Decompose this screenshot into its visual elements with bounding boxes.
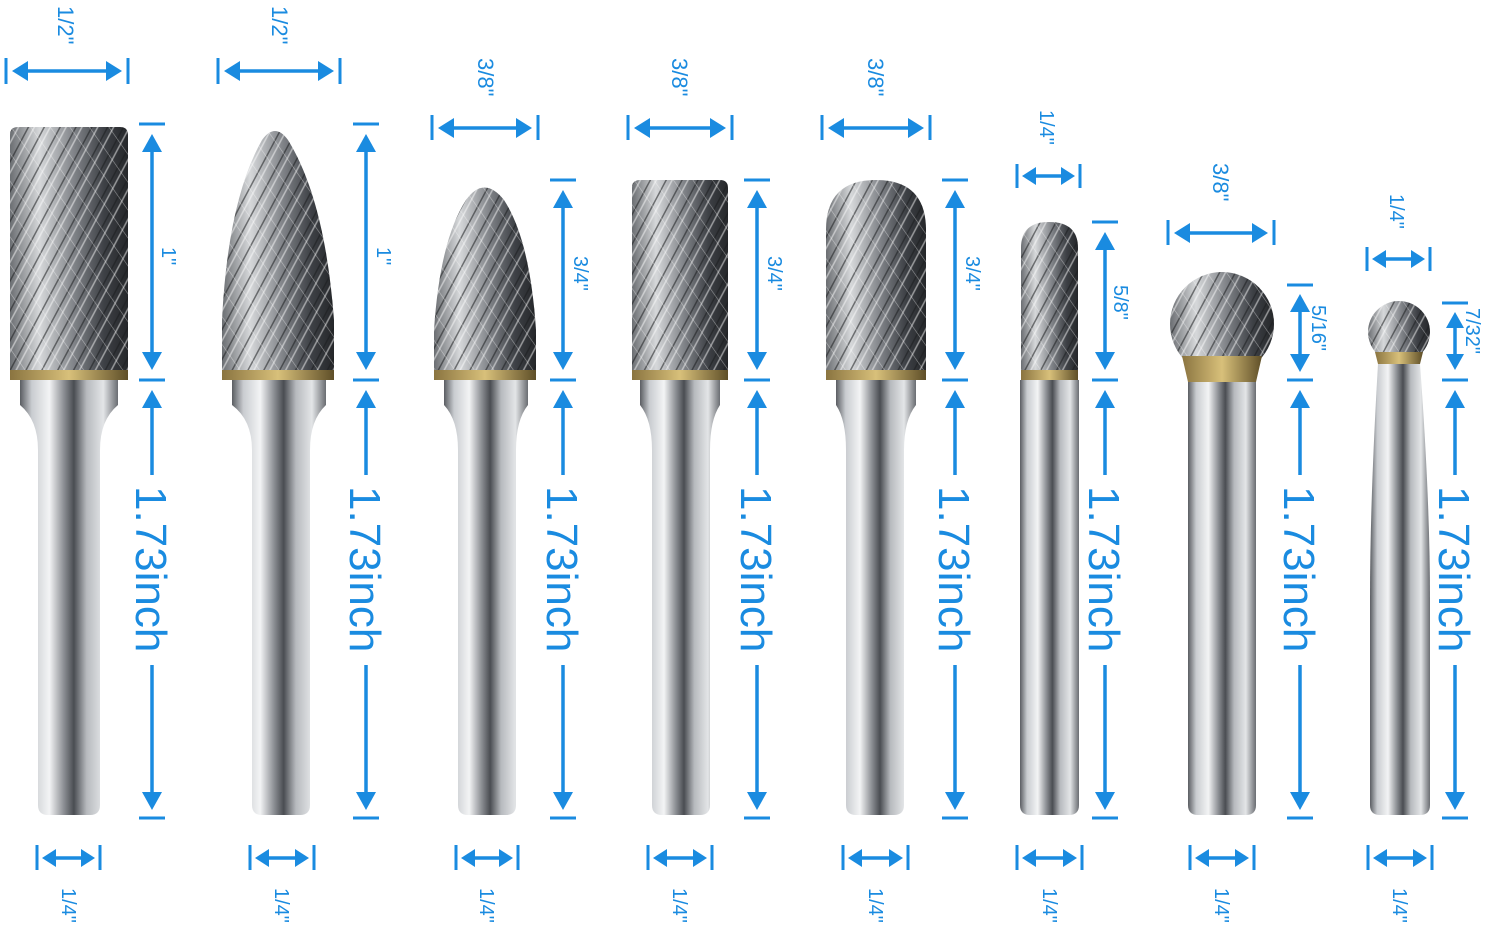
head-height-dimension: 5/16" [1287, 283, 1329, 382]
burr-bit-5: 3/8" 3/4" 1.73inch 1/4 [820, 58, 983, 923]
shank-length-dimension: 1.73inch [1429, 390, 1478, 820]
head-height-dimension: 5/8" [1092, 220, 1131, 382]
head-width-label: 3/8" [473, 58, 498, 96]
shank-length-dimension: 1.73inch [126, 390, 175, 820]
burr-bit-7: 3/8" 5/16" 1.73inch 1/ [1166, 163, 1329, 923]
head-height-dimension: 7/32" [1442, 301, 1483, 382]
shank-length-label: 1.73inch [340, 486, 389, 652]
shank [232, 380, 326, 815]
shank-diameter-label: 1/4" [270, 888, 292, 923]
shank-length-label: 1.73inch [126, 486, 175, 652]
shank-length-label: 1.73inch [731, 486, 780, 652]
shank-diameter-dimension: 1/4" [1015, 845, 1084, 923]
head-width-label: 1/4" [1385, 194, 1407, 229]
shank-length-label: 1.73inch [929, 486, 978, 652]
head-width-dimension: 3/8" [626, 58, 734, 140]
head-width-label: 1/4" [1035, 110, 1057, 145]
shank-diameter-dimension: 1/4" [248, 845, 316, 923]
head-height-label: 5/16" [1307, 305, 1329, 351]
shank [1370, 364, 1430, 815]
head-width-label: 3/8" [1208, 163, 1233, 201]
head-height-label: 5/8" [1109, 285, 1131, 320]
head-width-dimension: 3/8" [1166, 163, 1276, 245]
head-width-dimension: 1/2" [4, 6, 130, 84]
head-height-label: 7/32" [1461, 308, 1483, 354]
shank-diameter-label: 1/4" [475, 888, 497, 923]
head-height-label: 3/4" [961, 256, 983, 291]
shank-length-label: 1.73inch [1429, 486, 1478, 652]
burr-bit-8: 1/4" 7/32" 1.73inch 1/ [1365, 194, 1483, 923]
shank-diameter-label: 1/4" [864, 888, 886, 923]
head-height-label: 3/4" [569, 256, 591, 291]
shank-length-dimension: 1.73inch [1274, 390, 1323, 820]
head-height-dimension: 1" [139, 122, 179, 382]
head-width-dimension: 1/4" [1015, 110, 1082, 188]
shank-diameter-dimension: 1/4" [454, 845, 520, 923]
shank [640, 380, 720, 815]
head-height-dimension: 3/4" [744, 178, 785, 382]
head-height-dimension: 3/4" [550, 178, 591, 382]
head-height-dimension: 1" [353, 122, 394, 382]
shank [444, 380, 528, 815]
shank-length-label: 1.73inch [1274, 486, 1323, 652]
shank-length-dimension: 1.73inch [1079, 390, 1128, 820]
shank-diameter-label: 1/4" [1038, 888, 1060, 923]
shank-diameter-dimension: 1/4" [646, 845, 714, 923]
shank-diameter-dimension: 1/4" [1188, 845, 1256, 923]
shank-diameter-label: 1/4" [57, 888, 79, 923]
shank [1188, 382, 1256, 815]
shank-length-dimension: 1.73inch [731, 390, 780, 820]
shank [20, 380, 118, 815]
head-height-label: 1" [372, 247, 394, 265]
head-width-label: 3/8" [863, 58, 888, 96]
shank-length-label: 1.73inch [1079, 486, 1128, 652]
head-width-label: 3/8" [667, 58, 692, 96]
burr-bit-2: 1/2" 1" 1.73inch 1/4" [216, 6, 394, 923]
head-height-dimension: 3/4" [942, 178, 983, 382]
burr-bit-6: 1/4" 5/8" 1.73inch 1/4 [1015, 110, 1131, 923]
head-height-label: 1" [157, 247, 179, 265]
head-width-label: 1/2" [53, 6, 78, 44]
head-width-dimension: 3/8" [820, 58, 932, 140]
shank-diameter-dimension: 1/4" [35, 845, 102, 923]
shank-length-dimension: 1.73inch [929, 390, 978, 820]
shank-diameter-label: 1/4" [668, 888, 690, 923]
head-width-dimension: 1/4" [1365, 194, 1432, 271]
head-width-dimension: 3/8" [430, 58, 540, 140]
head-width-dimension: 1/2" [216, 6, 342, 84]
burr-bit-1: 1/2" 1" 1.73inch [4, 6, 179, 923]
shank-diameter-label: 1/4" [1210, 888, 1232, 923]
shank-diameter-dimension: 1/4" [841, 845, 910, 923]
shank [1020, 380, 1079, 815]
shank-diameter-label: 1/4" [1388, 888, 1410, 923]
burr-bit-4: 3/8" 3/4" 1.73inch 1/4 [626, 58, 785, 923]
burr-bit-3: 3/8" 3/4" 1.73inch 1/4 [430, 58, 591, 923]
shank-length-dimension: 1.73inch [340, 390, 389, 820]
shank [836, 380, 916, 815]
shank-length-label: 1.73inch [537, 486, 586, 652]
shank-diameter-dimension: 1/4" [1366, 845, 1434, 923]
shank-length-dimension: 1.73inch [537, 390, 586, 820]
head-height-label: 3/4" [763, 256, 785, 291]
head-width-label: 1/2" [267, 6, 292, 44]
